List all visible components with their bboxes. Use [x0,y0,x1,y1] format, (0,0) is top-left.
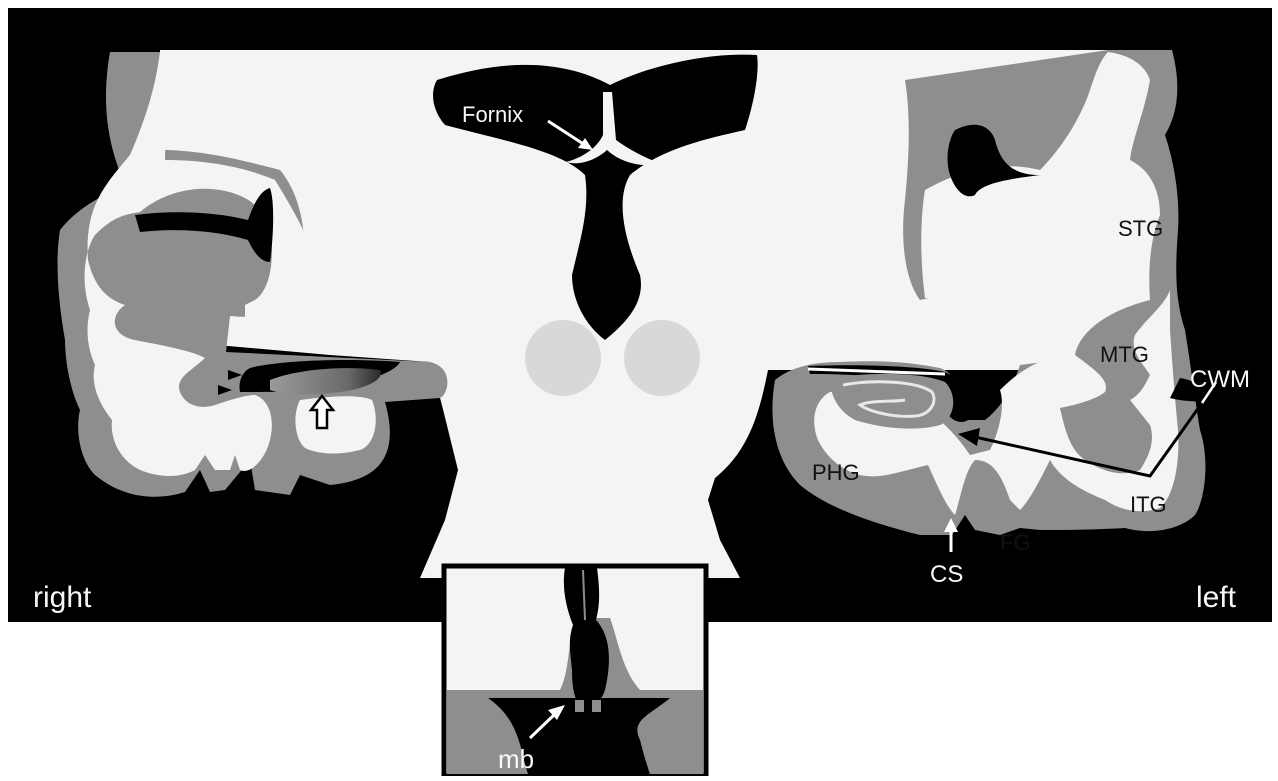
label-fornix: Fornix [462,102,523,127]
inset-mammillary-body-left [575,700,584,712]
label-itg: ITG [1130,492,1167,517]
nucleus-left-circle [525,320,601,396]
mammillary-body-inset: mb [444,566,706,776]
label-cs: CS [930,561,963,588]
label-fg: FG [1000,530,1031,555]
label-mb: mb [498,744,534,774]
label-right-side: right [33,581,92,614]
label-phg: PHG [812,460,860,485]
label-cwm: CWM [1190,366,1250,393]
right-parahippocampal-white [295,396,375,453]
label-stg: STG [1118,216,1163,241]
inset-mammillary-body-right [592,700,601,712]
label-mtg: MTG [1100,342,1149,367]
nucleus-right-circle [624,320,700,396]
label-left-side: left [1196,581,1237,614]
